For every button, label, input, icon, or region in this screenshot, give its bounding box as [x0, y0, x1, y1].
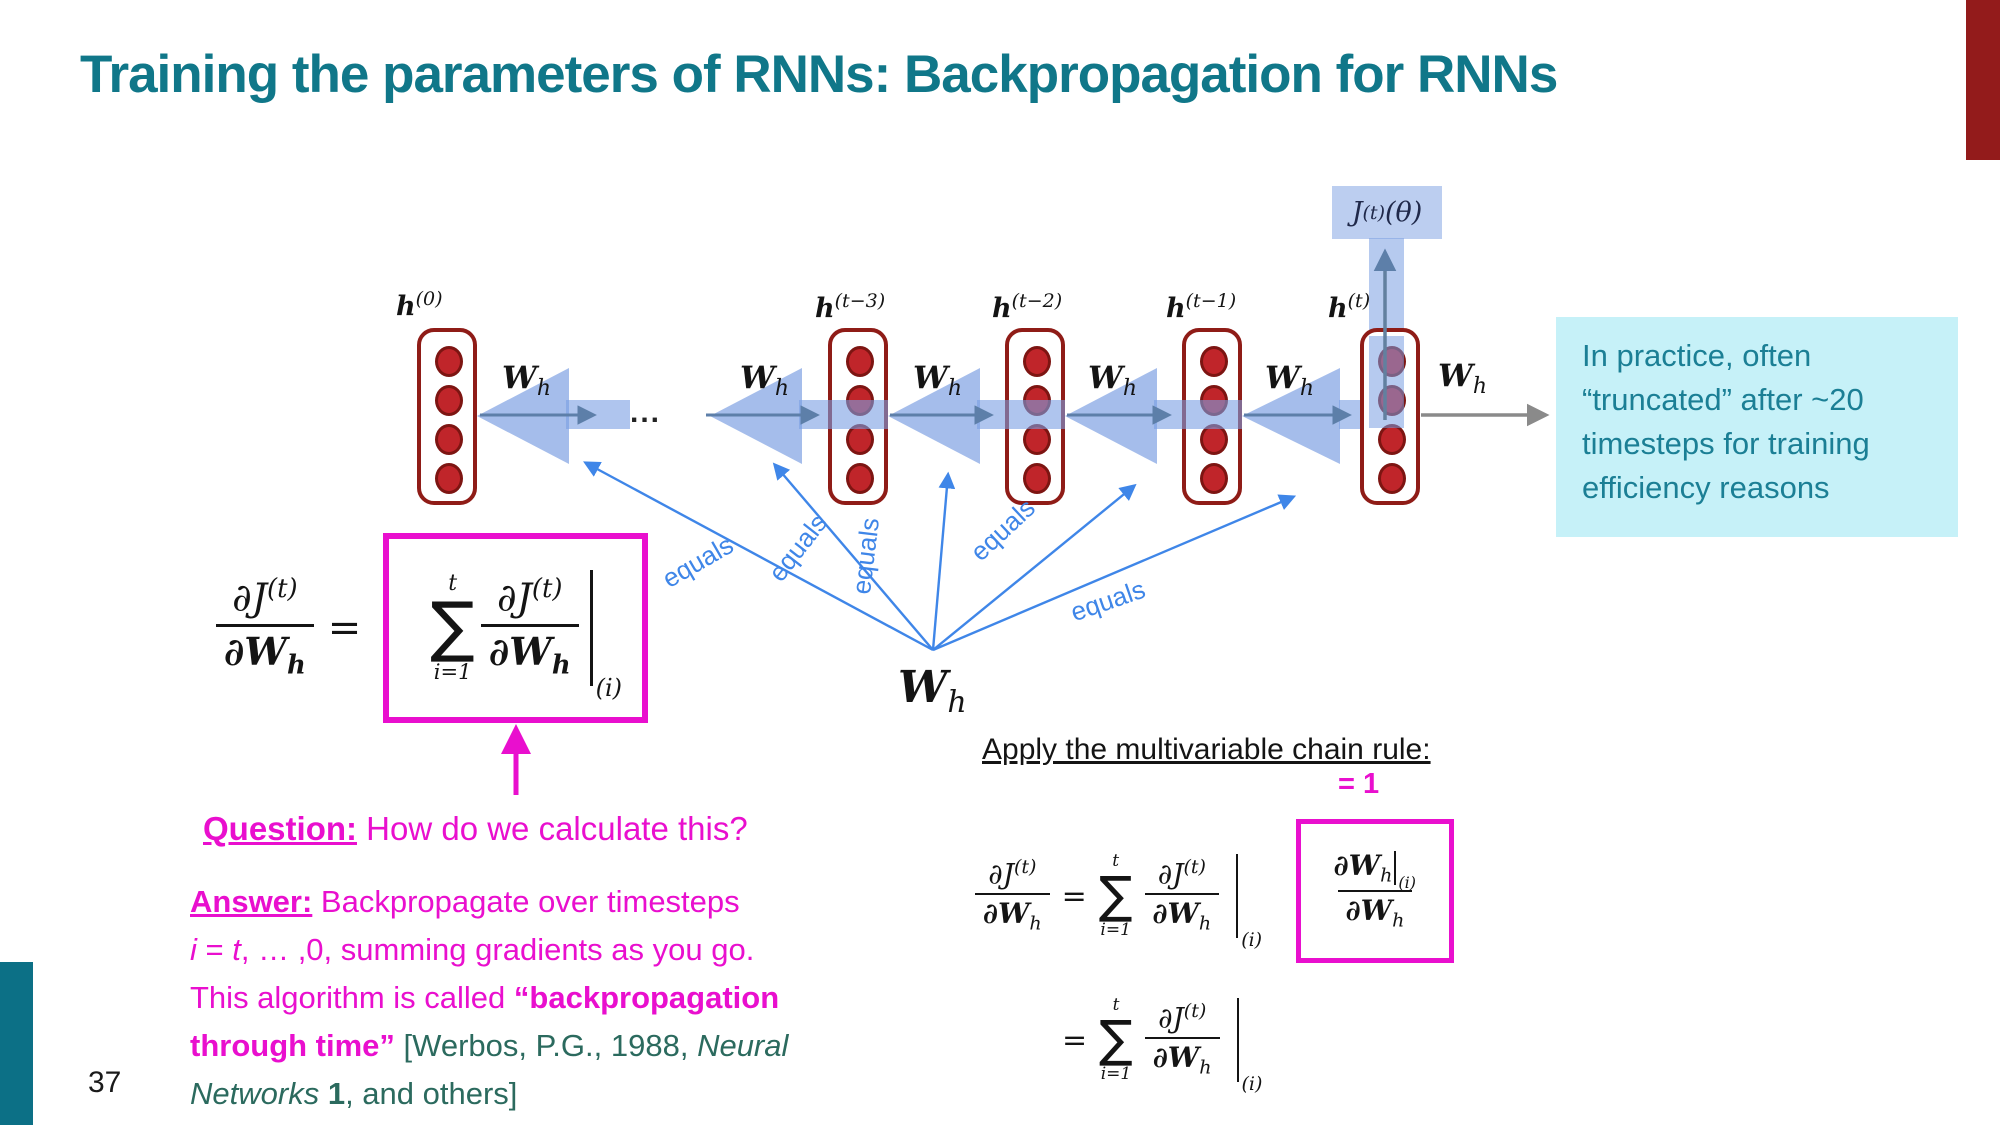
equals-sign: =: [1061, 878, 1087, 914]
page-number: 37: [88, 1066, 122, 1099]
truncation-note-box: In practice, often “truncated” after ~20…: [1556, 317, 1958, 537]
chain-rule-heading: Apply the multivariable chain rule:: [982, 733, 1431, 766]
loss-label: J: [1351, 197, 1363, 228]
neuron-circle: [435, 385, 463, 416]
boxed-sum-equation: t ∑ i=1 ∂J(t) ∂Wh (i): [383, 533, 648, 723]
neuron-circle: [435, 424, 463, 455]
neuron-circle: [1378, 463, 1406, 494]
neuron-circle: [1200, 424, 1228, 455]
fraction: ∂J(t) ∂Wh: [480, 574, 579, 682]
note-line: timesteps for training: [1582, 426, 1870, 461]
equals-arrow: [931, 471, 956, 651]
gradient-equation-lhs: ∂J(t) ∂Wh =: [216, 552, 361, 704]
question-line: Question: How do we calculate this?: [203, 810, 748, 847]
answer-line: through time” [Werbos, P.G., 1988, Neura…: [190, 1028, 789, 1063]
weight-label: Wh: [1438, 358, 1487, 400]
question-label: Question:: [203, 810, 357, 847]
neuron-circle: [1378, 424, 1406, 455]
equals-label: equals: [762, 508, 834, 588]
fraction: ∂J(t) ∂Wh: [216, 574, 314, 682]
fraction: ∂J(t) ∂Wh: [1144, 1000, 1220, 1080]
note-line: efficiency reasons: [1582, 470, 1830, 505]
weight-label: Wh: [1265, 360, 1314, 402]
weight-label: Wh: [502, 360, 551, 402]
evaluation-bar: (i): [589, 570, 622, 702]
fraction: ∂J(t) ∂Wh: [1144, 856, 1220, 936]
summation: t ∑ i=1: [1098, 851, 1133, 940]
evaluation-bar: (i): [1236, 854, 1262, 951]
note-line: “truncated” after ~20: [1582, 382, 1864, 417]
hidden-state-label-ht: h(t): [1328, 290, 1371, 324]
equals-sign: =: [327, 605, 362, 651]
loss-label-box: J(t)(θ): [1332, 186, 1442, 239]
loss-band-over-column: [1369, 336, 1404, 428]
equals-label: equals: [845, 516, 886, 596]
hidden-state-label-ht2: h(t−2): [992, 290, 1063, 324]
neuron-circle: [846, 346, 874, 377]
equals-arrow: [932, 494, 1297, 652]
answer-line: Answer: Backpropagate over timesteps: [190, 884, 740, 919]
summation: t ∑ i=1: [430, 571, 475, 684]
equals-label: equals: [1066, 573, 1149, 628]
fraction: ∂Wh(i) ∂Wh: [1333, 848, 1416, 932]
top-right-accent-bar: [1966, 0, 2000, 160]
answer-line: Networks 1, and others]: [190, 1076, 518, 1111]
band-overlay: [1182, 400, 1242, 429]
band-overlay: [828, 400, 888, 429]
neuron-circle: [1200, 463, 1228, 494]
bottom-left-accent-bar: [0, 962, 33, 1125]
answer-block: Answer: Backpropagate over timesteps i =…: [190, 878, 788, 1118]
neuron-circle: [1023, 346, 1051, 377]
boxed-unit-fraction: ∂Wh(i) ∂Wh: [1296, 819, 1454, 963]
backprop-arrow-tail: [566, 400, 630, 429]
chain-rule-equation-1: ∂J(t) ∂Wh = t ∑ i=1 ∂J(t) ∂Wh (i): [975, 840, 1262, 952]
equals-one-label: = 1: [1338, 768, 1380, 800]
hidden-state-column-h0: [417, 328, 477, 505]
fraction: ∂J(t) ∂Wh: [975, 856, 1050, 936]
page-title: Training the parameters of RNNs: Backpro…: [80, 45, 1558, 104]
neuron-circle: [435, 346, 463, 377]
neuron-circle: [1023, 463, 1051, 494]
neuron-circle: [435, 463, 463, 494]
neuron-circle: [1200, 346, 1228, 377]
hidden-state-label-ht3: h(t−3): [815, 290, 886, 324]
ellipsis-dots: ...: [630, 396, 662, 429]
evaluation-bar-small: (i): [1394, 850, 1416, 892]
band-overlay: [1005, 400, 1065, 429]
weight-label: Wh: [913, 360, 962, 402]
note-line: In practice, often: [1582, 338, 1812, 373]
equals-label: equals: [657, 529, 739, 594]
big-weight-label: Wh: [898, 662, 967, 720]
equals-label: equals: [964, 492, 1041, 567]
summation: t ∑ i=1: [1099, 995, 1133, 1084]
answer-line: This algorithm is called “backpropagatio…: [190, 980, 780, 1015]
hidden-state-label-ht1: h(t−1): [1166, 290, 1237, 324]
neuron-circle: [846, 463, 874, 494]
evaluation-bar: (i): [1236, 998, 1262, 1095]
weight-label: Wh: [740, 360, 789, 402]
equals-sign: =: [1062, 1022, 1088, 1058]
answer-line: i = t, … ,0, summing gradients as you go…: [190, 932, 755, 967]
chain-rule-equation-2: = t ∑ i=1 ∂J(t) ∂Wh (i): [1062, 988, 1262, 1096]
hidden-state-label-h0: h(0): [396, 288, 443, 322]
answer-label: Answer:: [190, 884, 313, 919]
weight-label: Wh: [1088, 360, 1137, 402]
